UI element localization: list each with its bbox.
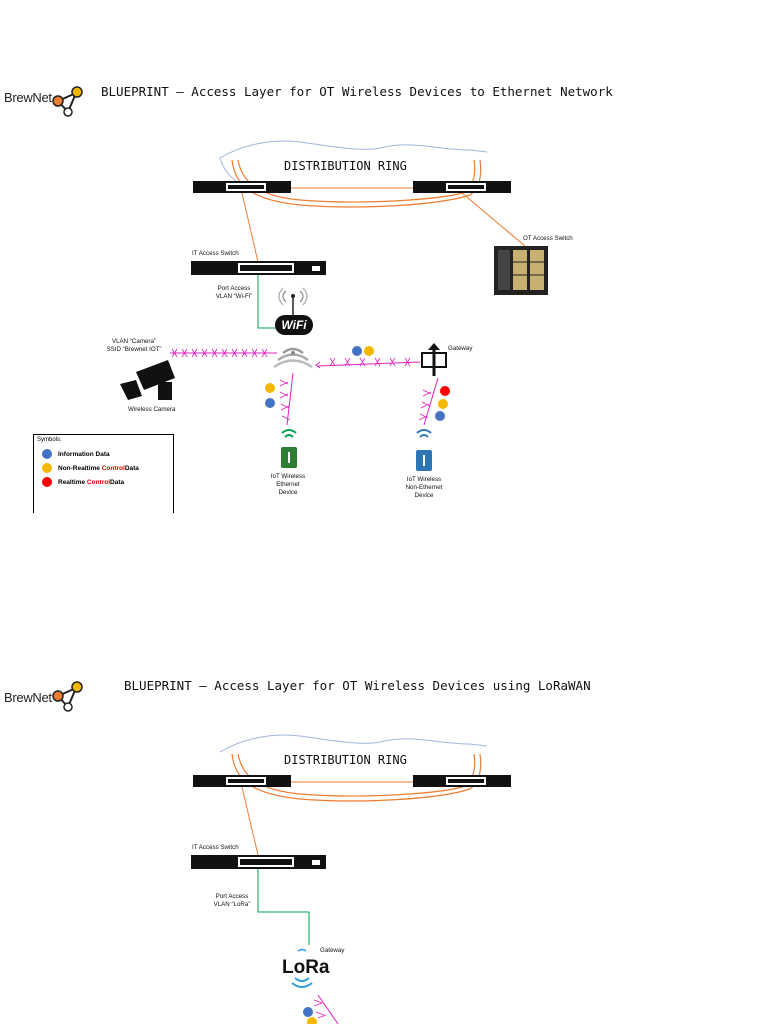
- iot-ethernet-device-icon: [281, 429, 297, 468]
- distribution-switch-left-2: [193, 775, 291, 787]
- dot-realtime: [440, 386, 450, 396]
- brewnet-logo-2: BrewNet: [4, 689, 52, 707]
- distribution-ring-label: DISTRIBUTION RING: [284, 159, 407, 173]
- logo-text: BrewNet: [4, 90, 52, 105]
- wifi-logo-text: WiFi: [281, 318, 307, 332]
- legend-dot-yellow: [42, 463, 52, 473]
- distribution-switch-right-2: [413, 775, 511, 787]
- uplink-ot-switch: [461, 192, 526, 247]
- panel-1-title: BLUEPRINT – Access Layer for OT Wireless…: [101, 84, 613, 99]
- ot-access-switch-label: OT Access Switch: [523, 235, 573, 242]
- logo-network-icon: [52, 86, 83, 117]
- distribution-ring-cloud: [219, 140, 488, 159]
- gateway-label-2: Gateway: [320, 947, 345, 954]
- port-access-label: Port Access VLAN “Wi-Fi”: [215, 285, 253, 300]
- iot-ethernet-label: IoT Wireless Ethernet Device: [270, 473, 306, 496]
- lora-waves-icon: [291, 948, 313, 988]
- wireless-link-iot-ethernet: [286, 372, 294, 426]
- dot-non-realtime: [307, 1017, 317, 1024]
- dot-non-realtime: [438, 399, 448, 409]
- distribution-switch-right: [413, 181, 511, 193]
- gateway-icon: [421, 343, 447, 376]
- dot-information: [303, 1007, 313, 1017]
- distribution-ring-label-2: DISTRIBUTION RING: [284, 753, 407, 767]
- iot-non-ethernet-device-icon: [416, 429, 432, 471]
- it-access-switch-2: [191, 855, 326, 869]
- panel-2-title: BLUEPRINT – Access Layer for OT Wireless…: [124, 678, 591, 693]
- legend-item-realtime: Realtime Control Data: [42, 477, 173, 487]
- iot-non-ethernet-label: IoT Wireless Non-Ethernet Device: [405, 476, 443, 499]
- lora-logo-text: LoRa: [282, 957, 330, 978]
- port-access-label-2: Port Access VLAN “LoRa”: [213, 893, 251, 908]
- uplink-it-switch-2: [241, 786, 259, 856]
- logo-network-icon-2: [52, 681, 83, 712]
- dot-information: [435, 411, 445, 421]
- distribution-ring-cloud-2: [219, 734, 488, 753]
- it-access-switch-label: IT Access Switch: [192, 250, 239, 257]
- brewnet-logo: BrewNet: [4, 89, 52, 107]
- it-access-switch-label-2: IT Access Switch: [192, 844, 239, 851]
- wireless-link-lora: [317, 994, 339, 1024]
- camera-label: Wireless Camera: [128, 406, 176, 413]
- dot-information: [265, 398, 275, 408]
- legend-item-information: Information Data: [42, 449, 173, 459]
- uplink-it-switch: [241, 192, 259, 263]
- wifi-antenna-icon: [275, 287, 313, 335]
- access-point-waves-icon: [273, 347, 313, 369]
- legend-box: Symbols: Information Data Non-Realtime C…: [33, 434, 174, 513]
- dot-non-realtime: [265, 383, 275, 393]
- it-access-switch-1: [191, 261, 326, 275]
- legend-header: Symbols:: [37, 437, 62, 443]
- dot-non-realtime: [364, 346, 374, 356]
- camera-icon: [120, 360, 175, 400]
- legend-dot-blue: [42, 449, 52, 459]
- dot-information: [352, 346, 362, 356]
- ethernet-link-lora: [257, 869, 310, 945]
- logo-text-2: BrewNet: [4, 690, 52, 705]
- ot-access-switch: [494, 246, 548, 295]
- distribution-switch-left: [193, 181, 291, 193]
- legend-dot-red: [42, 477, 52, 487]
- vlan-camera-label: VLAN “Camera” SSID “Brewnet IOT”: [106, 338, 162, 353]
- legend-item-non-realtime: Non-Realtime Control Data: [42, 463, 173, 473]
- gateway-label: Gateway: [448, 345, 473, 352]
